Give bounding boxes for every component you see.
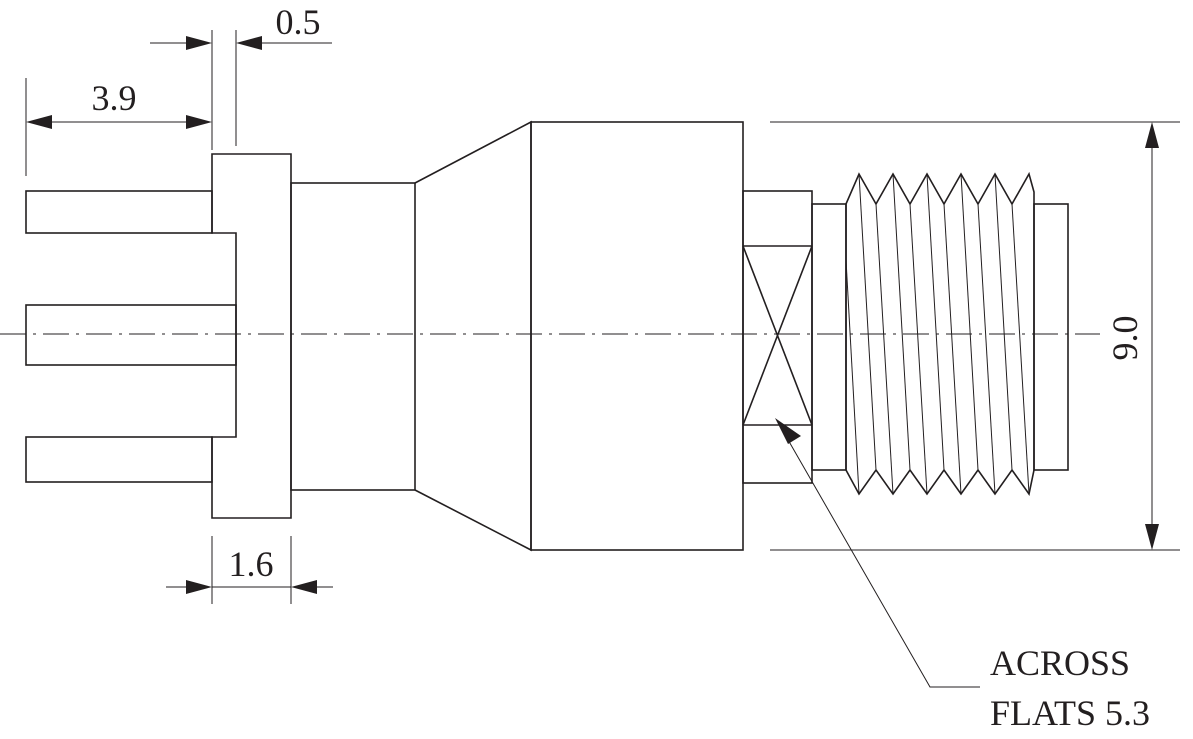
across-flats-callout: ACROSS FLATS 5.3 bbox=[775, 418, 1150, 733]
dim-pin-length: 3.9 bbox=[25, 30, 213, 176]
body-taper bbox=[414, 120, 532, 552]
dim-label-0-5: 0.5 bbox=[276, 2, 321, 42]
thread bbox=[845, 171, 1035, 496]
thread-tip bbox=[1033, 203, 1069, 471]
dim-label-1-6: 1.6 bbox=[229, 544, 274, 584]
pin-top bbox=[25, 190, 213, 234]
pin-bottom bbox=[25, 436, 213, 483]
thread-shank bbox=[811, 203, 847, 471]
callout-line-2: FLATS 5.3 bbox=[990, 693, 1150, 733]
dim-label-9-0: 9.0 bbox=[1105, 316, 1145, 361]
dim-outer-diameter: 9.0 bbox=[770, 121, 1180, 551]
hex-flats bbox=[742, 190, 813, 484]
body-main bbox=[530, 121, 744, 551]
dim-flange-offset: 0.5 bbox=[150, 2, 332, 146]
flat-cross-b bbox=[742, 245, 813, 426]
flange bbox=[211, 153, 292, 519]
pins bbox=[25, 190, 237, 483]
pin-center bbox=[25, 304, 237, 366]
body-neck bbox=[290, 182, 416, 491]
dim-flange-thickness: 1.6 bbox=[166, 536, 333, 604]
dim-label-3-9: 3.9 bbox=[92, 78, 137, 118]
callout-line-1: ACROSS bbox=[990, 643, 1130, 683]
